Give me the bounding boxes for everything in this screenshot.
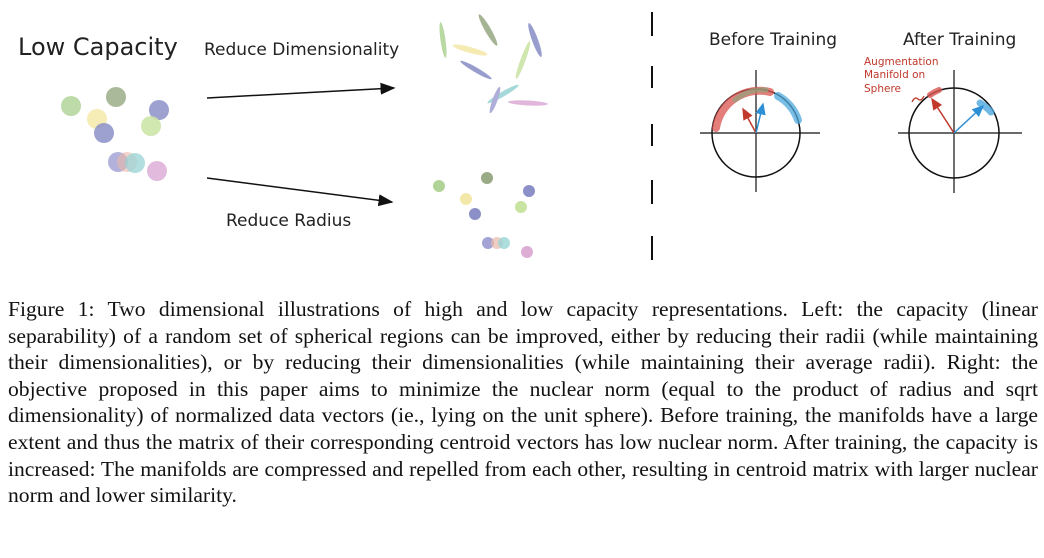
annotation-squiggle [911, 95, 925, 103]
dot [469, 208, 481, 220]
blob [141, 116, 161, 136]
manifold-red-compressed [927, 87, 942, 98]
centroid-red-vector [742, 107, 757, 134]
reduce-radius-label: Reduce Radius [226, 211, 351, 231]
blob [147, 161, 167, 181]
ellipse [528, 23, 542, 57]
before-training-title: Before Training [709, 30, 837, 50]
dot [460, 193, 472, 205]
ellipse [489, 86, 501, 114]
dot [433, 180, 445, 192]
low-capacity-blobs [61, 87, 169, 181]
annotation-line-2: Manifold on [864, 69, 925, 81]
ellipse [460, 60, 492, 80]
manifold-blue-compressed [976, 99, 995, 116]
ellipse [508, 100, 548, 106]
ellipse [452, 44, 488, 56]
figure-illustration: Low Capacity Reduce Dimensionality Reduc… [18, 12, 1022, 260]
ellipse [439, 22, 447, 58]
after-training-panel: After Training Augmentation Manifold on … [864, 30, 1022, 193]
manifold-green-arc [732, 87, 769, 103]
annotation-line-3: Sphere [864, 83, 901, 95]
after-training-title: After Training [903, 30, 1016, 50]
manifold-blue-arc [774, 92, 802, 124]
dot [498, 237, 510, 249]
arrow-reduce-radius [206, 177, 394, 207]
reduced-dimensionality-ellipses [439, 14, 548, 114]
dot [523, 185, 535, 197]
dot [521, 246, 533, 258]
low-capacity-title: Low Capacity [18, 33, 178, 61]
before-training-panel: Before Training [700, 30, 837, 192]
blob [149, 100, 169, 120]
annotation-line-1: Augmentation [864, 56, 939, 68]
reduced-radius-dots [433, 172, 535, 258]
arrow-reduce-dimensionality [206, 82, 396, 99]
dot [482, 237, 494, 249]
low-capacity-panel: Low Capacity Reduce Dimensionality Reduc… [18, 14, 548, 258]
dot [481, 172, 493, 184]
dot [515, 201, 527, 213]
ellipse [515, 41, 531, 79]
blob [94, 123, 114, 143]
blob [125, 153, 145, 173]
unit-sphere [908, 87, 1000, 179]
blob [61, 96, 81, 116]
figure-caption: Figure 1: Two dimensional illustrations … [8, 297, 1038, 508]
blob [106, 87, 126, 107]
reduce-dimensionality-label: Reduce Dimensionality [204, 40, 399, 60]
centroid-blue-vector [755, 102, 766, 134]
centroid-blue-vector [953, 104, 985, 134]
ellipse [478, 14, 498, 46]
centroid-red-vector [931, 97, 955, 134]
